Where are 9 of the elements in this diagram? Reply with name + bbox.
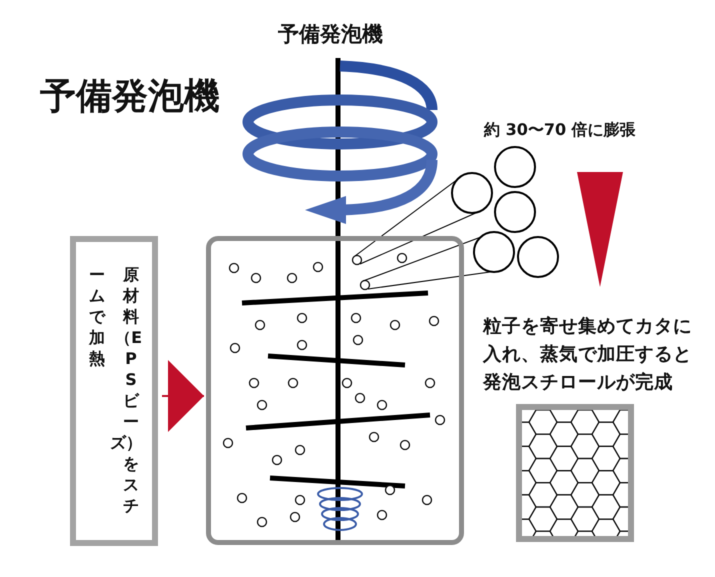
- mold-frame: [516, 404, 634, 542]
- arrow: [162, 360, 204, 432]
- tank-box: [206, 236, 464, 545]
- machine-label: 予備発泡機: [278, 21, 383, 48]
- expansion-note: 約 30〜70 倍に膨張: [484, 120, 636, 141]
- title: 予備発泡機: [40, 75, 220, 119]
- vertical-text: 原材料（EPSビーズ）をスチームで加熱: [89, 265, 142, 515]
- text-panel: [70, 236, 158, 546]
- process-note: 粒子を寄せ集めてカタに入れ、蒸気で加圧すると発泡スチロールが完成: [483, 314, 692, 395]
